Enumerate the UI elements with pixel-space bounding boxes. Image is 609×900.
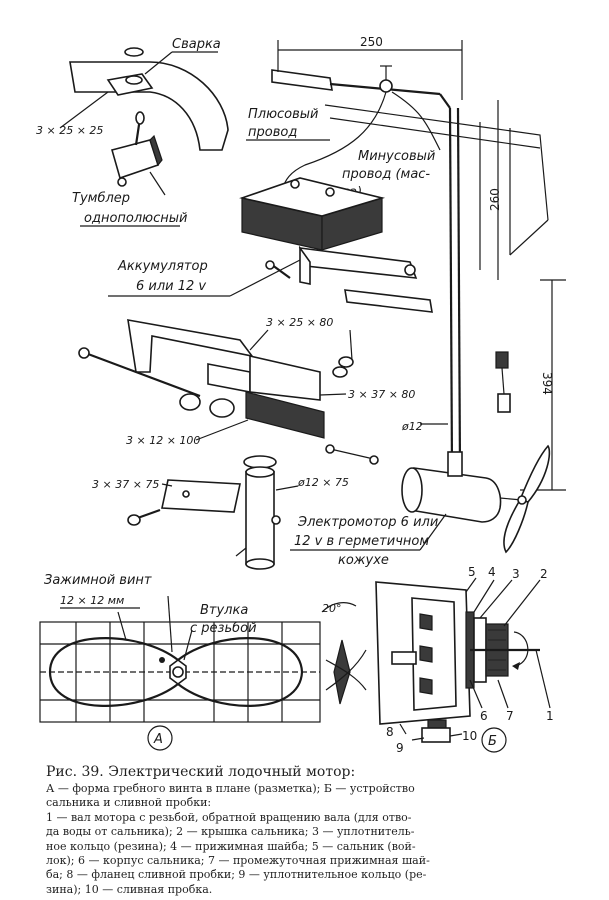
- handle-weld-detail: [59, 47, 229, 151]
- toggle-switch: [111, 111, 166, 196]
- dim-3x37x75: 3 × 37 × 75: [92, 478, 159, 491]
- fig-b-num-7: 7: [506, 709, 514, 723]
- label-tumbler-2: однополюсный: [84, 211, 187, 226]
- dim-d12x75: ø12 × 75: [297, 476, 349, 489]
- fig-b-num-3: 3: [512, 567, 520, 581]
- label-plus-1: Плюсовый: [248, 107, 319, 122]
- label-fig-b: Б: [488, 734, 497, 749]
- caption-line: лок); 6 — корпус сальника; 7 — промежуто…: [46, 854, 430, 868]
- caption-title: Рис. 39. Электрический лодочный мотор:: [46, 764, 356, 780]
- label-minus-2: провод (мас-: [342, 167, 430, 182]
- figure-caption: Рис. 39. Электрический лодочный мотор: А…: [46, 762, 566, 897]
- fig-b-num-9: 9: [396, 741, 404, 755]
- caption-line: А — форма гребного винта в плане (размет…: [46, 782, 415, 795]
- fig-b-num-8: 8: [386, 725, 394, 739]
- label-motor-2: 12 v в герметичном: [294, 534, 429, 549]
- label-dim-3x25x25: 3 × 25 × 25: [36, 124, 103, 137]
- fig-b-num-4: 4: [488, 565, 496, 579]
- caption-line: да воды от сальника); 2 — крышка сальник…: [46, 825, 415, 839]
- dim-12x12: 12 × 12 мм: [60, 594, 124, 607]
- figure-b-seal-section: [375, 577, 551, 743]
- label-svarka: Сварка: [172, 37, 221, 52]
- bracket-assembly: [78, 319, 379, 465]
- label-akk-2: 6 или 12 v: [136, 279, 206, 294]
- label-vtulka-2: с резьбой: [190, 621, 257, 636]
- label-motor-1: Электромотор 6 или: [297, 515, 438, 530]
- label-fig-a: А: [153, 732, 163, 747]
- dim-3x12x100: 3 × 12 × 100: [126, 434, 200, 447]
- label-tumbler-1: Тумблер: [72, 191, 130, 206]
- caption-line: зина); 10 — сливная пробка.: [46, 882, 213, 896]
- label-angle-20: 20°: [322, 602, 342, 615]
- label-akk-1: Аккумулятор: [117, 259, 208, 274]
- dim-3x37x80: 3 × 37 × 80: [348, 388, 415, 401]
- dim-3x25x80: 3 × 25 × 80: [266, 316, 333, 329]
- technical-drawing: Сварка 3 × 25 × 25 Тумблер однополюсный …: [36, 35, 566, 755]
- dim-394: 394: [540, 372, 554, 395]
- dim-260: 260: [488, 188, 502, 211]
- side-plate: [127, 479, 241, 526]
- label-vtulka-1: Втулка: [200, 603, 248, 618]
- label-motor-3: кожухе: [338, 553, 389, 568]
- battery: [239, 177, 386, 251]
- fig-b-num-1: 1: [546, 709, 554, 723]
- motor-housing: ø12: [401, 351, 523, 523]
- propeller-angle-view: [321, 602, 367, 705]
- propeller: [503, 444, 551, 554]
- figure-a-propeller-plan: [39, 595, 321, 723]
- dim-250: 250: [360, 35, 383, 49]
- fig-b-num-10: 10: [462, 729, 477, 743]
- caption-line: ба; 8 — фланец сливной пробки; 9 — уплот…: [46, 868, 427, 882]
- label-zazh: Зажимной винт: [44, 573, 152, 588]
- fig-b-num-5: 5: [468, 565, 476, 579]
- bushing: [235, 455, 281, 570]
- label-plus-2: провод: [248, 125, 297, 140]
- boat-transom: [324, 104, 549, 270]
- fig-b-num-2: 2: [540, 567, 548, 581]
- fig-b-num-6: 6: [480, 709, 488, 723]
- dim-d12: ø12: [401, 420, 423, 433]
- caption-line: сальника и сливной пробки:: [46, 796, 212, 810]
- transom-clamp: [265, 245, 433, 313]
- tiller-and-shaft: [271, 65, 462, 471]
- label-minus-1: Минусовый: [358, 149, 435, 164]
- caption-line: ное кольцо (резина); 4 — прижимная шайба…: [46, 839, 416, 853]
- caption-line: 1 — вал мотора с резьбой, обратной враще…: [46, 810, 412, 824]
